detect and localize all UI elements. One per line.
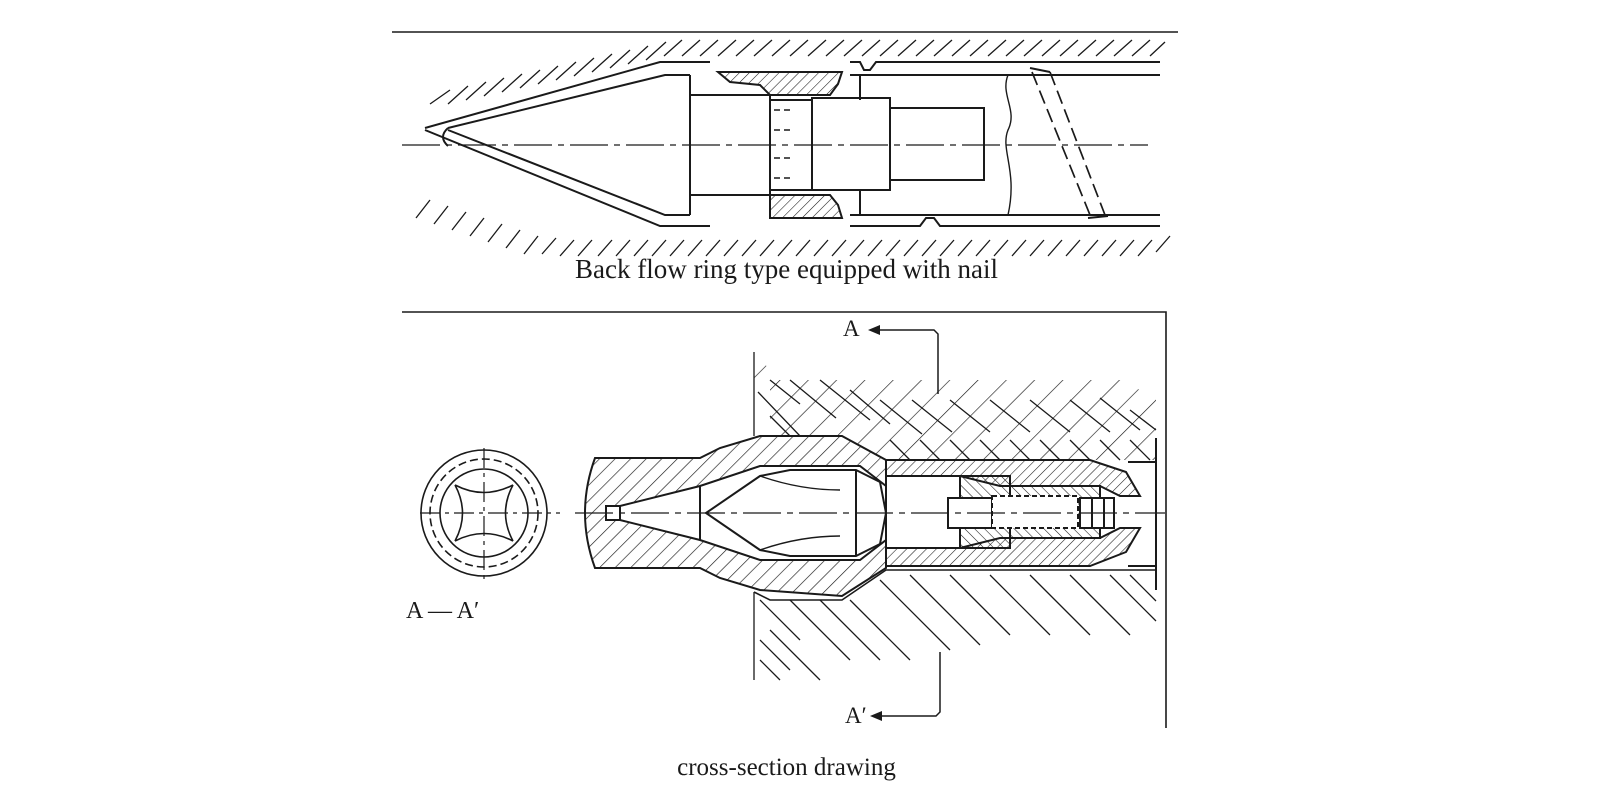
top-nozzle-drawing [392,32,1178,256]
barrel-upper [754,352,1156,460]
lower-bore-line [425,130,710,226]
upper-bore-line [425,62,710,128]
nail-dashed [1032,72,1105,215]
section-cut-lower [876,652,940,716]
valve-housing-upper [886,460,1140,496]
section-label-a: A [843,316,860,341]
backflow-ring-upper [718,72,842,95]
bottom-cross-section-drawing [402,312,1166,728]
nozzle-tip [443,128,448,146]
lower-barrel-hatch [416,200,1170,256]
bottom-frame [402,312,1166,728]
screw-head [812,98,890,190]
screw-shank [890,108,984,180]
upper-barrel-hatch [430,40,1165,104]
section-cut-upper [872,330,938,394]
backflow-ring-lower [770,195,842,218]
bottom-figure-caption: cross-section drawing [677,754,896,781]
section-view-label: A — A′ [406,598,480,624]
top-figure-caption: Back flow ring type equipped with nail [575,254,998,284]
section-label-a-prime: A′ [845,703,867,728]
section-view-aa [420,448,560,580]
break-line [1006,75,1011,215]
